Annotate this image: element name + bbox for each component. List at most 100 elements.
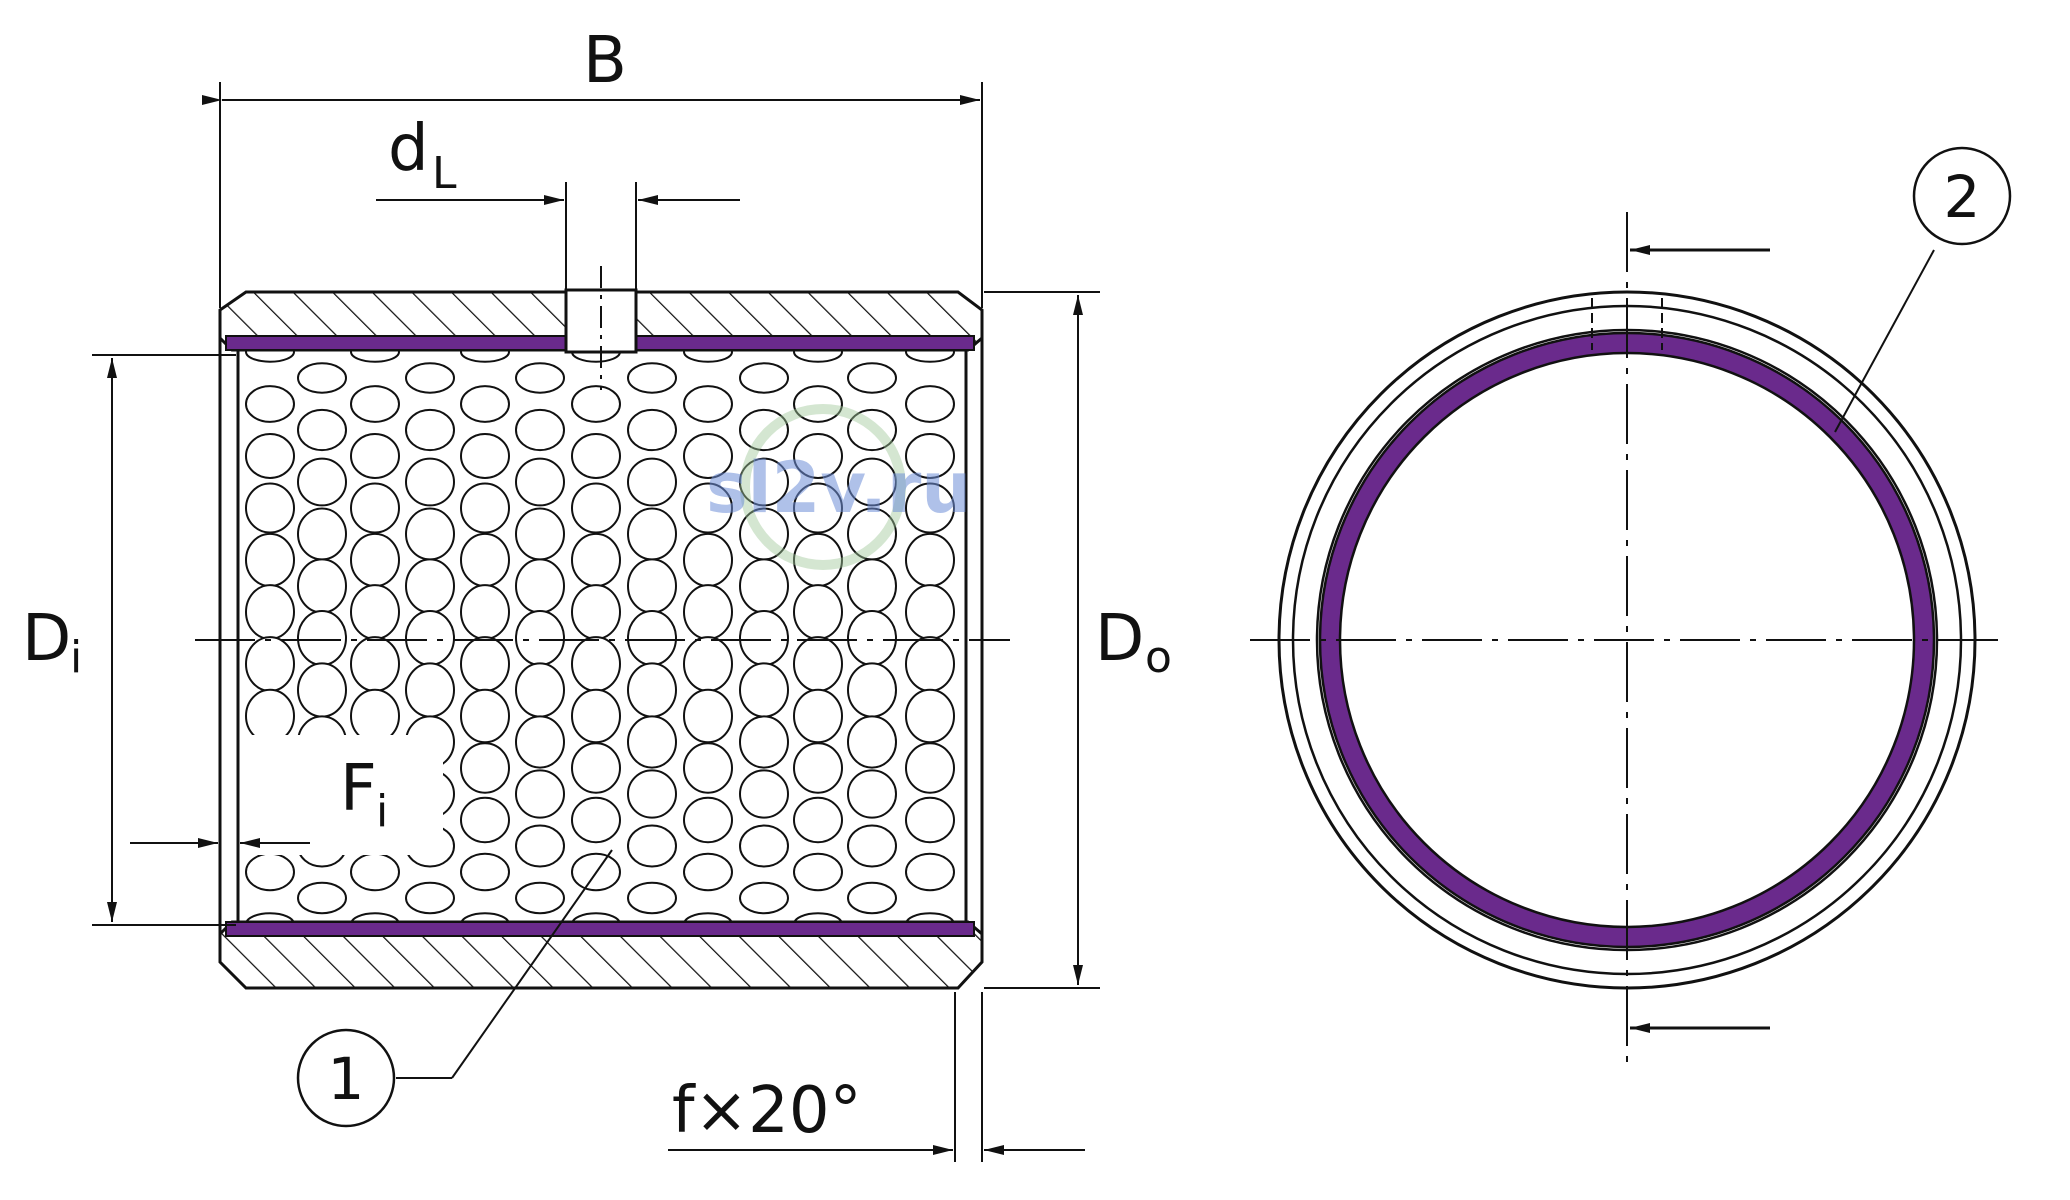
label-mask	[238, 735, 443, 855]
dimple	[405, 507, 455, 561]
dimple	[793, 912, 843, 922]
dimple	[627, 362, 677, 394]
dimple	[905, 912, 955, 922]
dimple	[739, 408, 789, 452]
dimple	[515, 610, 565, 666]
dimple	[571, 912, 621, 922]
dimple	[683, 433, 733, 479]
dimple	[905, 852, 955, 892]
dimple	[683, 584, 733, 640]
dimple	[245, 912, 295, 922]
dimple	[847, 408, 897, 452]
inner-chamfer-sub: i	[376, 786, 388, 837]
dimple	[350, 350, 400, 363]
dimple	[905, 584, 955, 640]
dimple	[405, 362, 455, 394]
chamfer-label: f×20°	[672, 1074, 862, 1148]
callout-1-label: 1	[328, 1045, 365, 1113]
dimple	[460, 912, 510, 922]
dimple	[793, 433, 843, 479]
dimple	[460, 584, 510, 640]
callout-2-label: 2	[1944, 163, 1981, 231]
dimple	[739, 715, 789, 769]
dimple	[297, 558, 347, 614]
dimple	[245, 852, 295, 892]
dimple	[571, 796, 621, 844]
dimple	[460, 385, 510, 423]
dimple	[905, 482, 955, 534]
dimple	[350, 433, 400, 479]
dimple	[627, 881, 677, 915]
dimple	[739, 558, 789, 614]
dimple	[793, 385, 843, 423]
dimple	[297, 507, 347, 561]
dimple	[739, 457, 789, 507]
dimple	[515, 507, 565, 561]
dimple	[350, 636, 400, 692]
dimple	[515, 662, 565, 718]
dimple	[515, 881, 565, 915]
dimple	[350, 482, 400, 534]
dimple	[297, 362, 347, 394]
dimple	[847, 881, 897, 915]
dimple	[793, 688, 843, 744]
dimple	[847, 715, 897, 769]
dimple	[405, 457, 455, 507]
dimple	[905, 350, 955, 363]
dimple	[739, 769, 789, 819]
dimple	[405, 610, 455, 666]
dimple	[297, 457, 347, 507]
dimple	[350, 852, 400, 892]
dimple	[297, 881, 347, 915]
dimple	[627, 662, 677, 718]
dimple	[297, 662, 347, 718]
dimple	[627, 610, 677, 666]
dimple	[847, 457, 897, 507]
dimple	[847, 362, 897, 394]
dimple	[905, 796, 955, 844]
inner-diameter-sub: i	[70, 632, 82, 683]
dimple	[350, 688, 400, 744]
dimple	[515, 558, 565, 614]
dimple	[515, 408, 565, 452]
callout-1-circle	[296, 1028, 396, 1128]
width-label: B	[583, 24, 627, 98]
dimple	[793, 796, 843, 844]
dimple	[627, 457, 677, 507]
dimple	[245, 688, 295, 744]
dimple	[245, 482, 295, 534]
watermark: sl2v.ru	[706, 404, 971, 570]
dimple	[739, 362, 789, 394]
dimple	[905, 532, 955, 588]
dimple	[405, 662, 455, 718]
dimple	[683, 636, 733, 692]
dimple	[515, 362, 565, 394]
dimple	[571, 742, 621, 794]
dimple	[847, 769, 897, 819]
dimple	[627, 769, 677, 819]
dimple	[793, 482, 843, 534]
dimple	[245, 350, 295, 363]
dimple	[571, 688, 621, 744]
dimple	[460, 636, 510, 692]
dimple	[460, 350, 510, 363]
dimple	[905, 433, 955, 479]
lube-hole-sub: L	[432, 148, 457, 199]
dimple	[793, 584, 843, 640]
dimple	[793, 852, 843, 892]
callout-2-circle	[1912, 146, 2012, 246]
dimple	[683, 688, 733, 744]
dimple	[847, 610, 897, 666]
dimple	[627, 715, 677, 769]
dimple	[739, 881, 789, 915]
dimple	[245, 584, 295, 640]
dimple	[460, 482, 510, 534]
dimple	[297, 408, 347, 452]
dimple	[793, 742, 843, 794]
dimple	[350, 385, 400, 423]
dimple	[571, 584, 621, 640]
dimple	[571, 482, 621, 534]
dimple	[847, 558, 897, 614]
dimple	[847, 662, 897, 718]
